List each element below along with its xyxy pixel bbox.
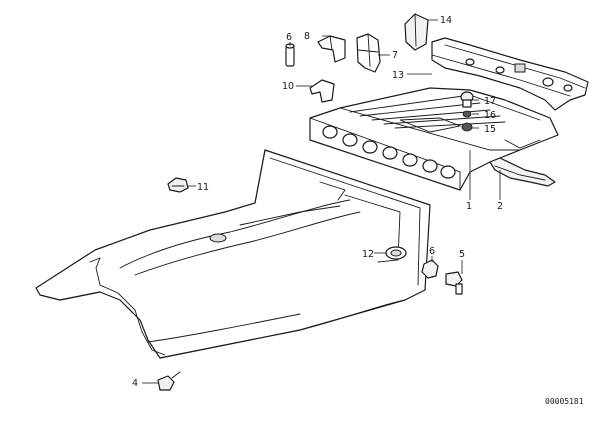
callout-12: 12 bbox=[362, 249, 374, 260]
bolt-5-part bbox=[445, 271, 463, 295]
bracket-7-part bbox=[356, 33, 381, 73]
washer-16-part bbox=[462, 110, 472, 118]
callout-17: 17 bbox=[484, 96, 496, 107]
callout-6-lower: 6 bbox=[429, 246, 435, 257]
callout-10: 10 bbox=[282, 81, 294, 92]
clip-8-part bbox=[317, 35, 346, 63]
callout-2: 2 bbox=[497, 201, 503, 212]
clip-11-part bbox=[167, 177, 189, 193]
upper-panel-part bbox=[431, 37, 589, 111]
floor-covering-part bbox=[35, 149, 431, 359]
callout-13: 13 bbox=[392, 70, 404, 81]
leader-lines bbox=[142, 19, 501, 384]
callout-1: 1 bbox=[466, 201, 472, 212]
trim-strip-part bbox=[489, 157, 556, 187]
grommet-12-part bbox=[385, 246, 407, 260]
nut-15-part bbox=[461, 122, 473, 132]
screw-4-part bbox=[157, 371, 181, 391]
reference-number: 00005181 bbox=[545, 397, 584, 406]
cap-17-part bbox=[460, 91, 474, 108]
pin-part bbox=[285, 43, 295, 67]
callout-6-top: 6 bbox=[286, 32, 292, 43]
callout-15: 15 bbox=[484, 124, 496, 135]
bracket-14-part bbox=[404, 13, 429, 51]
callout-7: 7 bbox=[392, 50, 398, 61]
callout-4: 4 bbox=[132, 378, 138, 389]
callout-8: 8 bbox=[304, 31, 310, 42]
clip-10-part bbox=[309, 79, 335, 103]
callout-5: 5 bbox=[459, 249, 465, 260]
callout-16: 16 bbox=[484, 110, 496, 121]
callout-14: 14 bbox=[440, 15, 452, 26]
callout-11: 11 bbox=[197, 182, 209, 193]
